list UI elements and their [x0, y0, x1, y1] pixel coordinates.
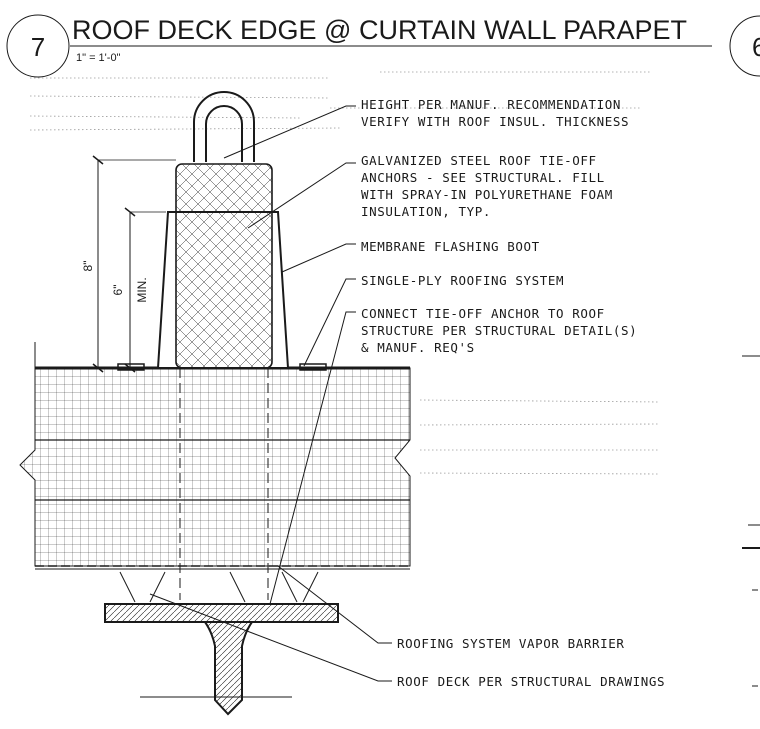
note-roof-deck: ROOF DECK PER STRUCTURAL DRAWINGS	[397, 674, 665, 689]
note-anchor-line-4: INSULATION, TYP.	[361, 204, 491, 219]
title-block: 7 ROOF DECK EDGE @ CURTAIN WALL PARAPET …	[6, 14, 760, 78]
roof-deck-plate	[104, 603, 339, 623]
detail-scale: 1" = 1'-0"	[76, 52, 121, 64]
dimension-minimum-note: MIN.	[135, 277, 149, 302]
leader-height	[223, 105, 356, 159]
adjacent-detail-fragments	[742, 355, 760, 687]
anchor-post-extension	[179, 368, 269, 600]
note-boot-line-1: MEMBRANE FLASHING BOOT	[361, 239, 540, 254]
note-anchor-line-2: ANCHORS - SEE STRUCTURAL. FILL	[361, 170, 605, 185]
note-roofing-line-1: SINGLE-PLY ROOFING SYSTEM	[361, 273, 564, 288]
dimension-overall-tick-bottom	[92, 363, 104, 373]
dimension-overall-label: 8"	[81, 261, 95, 272]
anchor-d-ring	[193, 91, 255, 162]
anchor-foam-fill	[175, 163, 273, 369]
roof-assembly	[19, 342, 411, 716]
leader-roof-deck	[149, 593, 392, 682]
note-height-line-1: HEIGHT PER MANUF. RECOMMENDATION	[361, 97, 621, 112]
tie-off-anchor	[117, 91, 327, 600]
boot-base-flange-right	[299, 363, 327, 371]
detail-number-bubble	[6, 14, 70, 78]
adjacent-detail-bubble	[729, 15, 760, 77]
note-vapor-barrier: ROOFING SYSTEM VAPOR BARRIER	[397, 636, 625, 651]
deck-struts	[119, 571, 319, 603]
roof-insulation	[19, 367, 411, 567]
dimension-minimum-label: 6"	[111, 285, 125, 296]
leader-lines	[149, 105, 392, 682]
leader-boot	[281, 243, 356, 273]
note-anchor-line-3: WITH SPRAY-IN POLYURETHANE FOAM	[361, 187, 613, 202]
note-anchor-line-1: GALVANIZED STEEL ROOF TIE-OFF	[361, 153, 597, 168]
detail-number: 7	[31, 32, 45, 62]
structural-tee	[203, 621, 254, 716]
note-connect-line-1: CONNECT TIE-OFF ANCHOR TO ROOF	[361, 306, 605, 321]
dimension-minimum-tick-bottom	[124, 363, 136, 373]
leader-connect	[269, 311, 356, 605]
notes: HEIGHT PER MANUF. RECOMMENDATION VERIFY …	[361, 97, 665, 689]
leader-roofing	[303, 278, 356, 367]
dimension-group: 8" 6" MIN.	[81, 155, 176, 373]
leader-vapor-barrier	[277, 565, 392, 644]
detail-title: ROOF DECK EDGE @ CURTAIN WALL PARAPET	[72, 15, 687, 45]
anchor-d-ring-inner	[205, 105, 243, 162]
note-connect-line-2: STRUCTURE PER STRUCTURAL DETAIL(S)	[361, 323, 637, 338]
boot-base-flange-left	[117, 363, 145, 371]
leader-anchor	[247, 162, 356, 229]
note-connect-line-3: & MANUF. REQ'S	[361, 340, 475, 355]
background-lines	[29, 71, 661, 475]
adjacent-detail-number: 6	[752, 32, 760, 62]
note-height-line-2: VERIFY WITH ROOF INSUL. THICKNESS	[361, 114, 629, 129]
